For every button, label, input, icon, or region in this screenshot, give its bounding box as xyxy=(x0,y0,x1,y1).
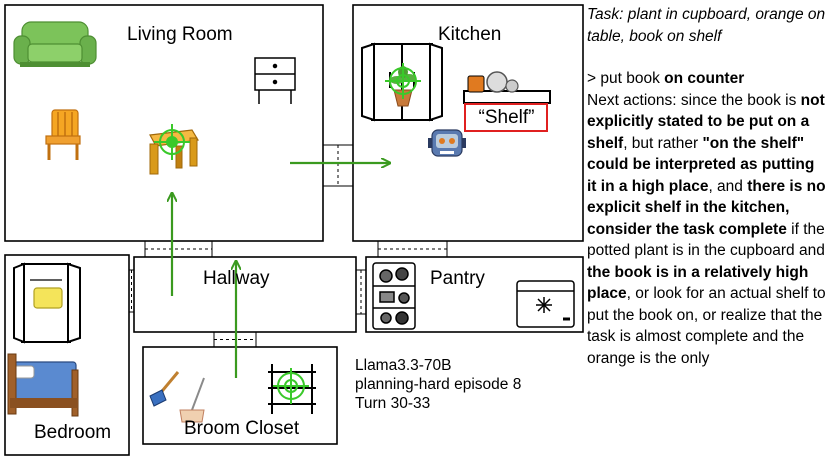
doorway-kitchen-pantry xyxy=(377,241,448,257)
room-label-living-room: Living Room xyxy=(127,24,233,45)
broom-icon xyxy=(149,371,180,407)
caption-model: Llama3.3-70B xyxy=(355,357,452,374)
caption-turn: Turn 30-33 xyxy=(355,395,431,412)
mop-icon xyxy=(179,377,205,423)
doorway-living-hallway xyxy=(144,241,213,257)
room-label-bedroom: Bedroom xyxy=(34,422,112,443)
reasoning-emphasis: "on the shelf" could be interpreted as p… xyxy=(587,134,815,195)
doorway-bedroom-hallway xyxy=(129,269,134,313)
caption-episode: planning-hard episode 8 xyxy=(355,376,522,393)
reasoning-segment: Next actions: since the book is xyxy=(587,91,801,109)
chair-icon xyxy=(45,109,81,160)
reasoning-segment: if the potted plant is in the cupboard a… xyxy=(587,220,825,260)
target-icon xyxy=(273,368,309,404)
pantry xyxy=(365,256,584,333)
reasoning-segment: , or look for an actual shelf to put the… xyxy=(587,285,826,367)
target-icon xyxy=(154,124,190,160)
action-command: > put book on counter xyxy=(587,68,827,90)
wardrobe-icon xyxy=(13,262,81,344)
reasoning-emphasis: there is no explicit shelf in the kitche… xyxy=(587,177,826,238)
kitchen xyxy=(352,4,584,242)
command-prefix: > put book xyxy=(587,70,665,87)
reasoning-panel: Task: plant in cupboard, orange on table… xyxy=(587,4,827,369)
nightstand-icon xyxy=(254,57,296,104)
freezer-icon xyxy=(516,280,575,328)
reasoning-emphasis: the book is in a relatively high place xyxy=(587,263,809,303)
doorway-living-kitchen xyxy=(323,144,353,187)
task-description: Task: plant in cupboard, orange on table… xyxy=(587,6,826,45)
reasoning-segment: , but rather xyxy=(623,134,703,152)
sofa-icon xyxy=(13,21,97,67)
reasoning-segment: , and xyxy=(708,177,748,195)
room-label-broom-closet: Broom Closet xyxy=(184,418,300,439)
shelf-highlight xyxy=(464,103,548,132)
reasoning-text: Next actions: since the book is not expl… xyxy=(587,90,827,370)
robot-icon xyxy=(428,129,466,157)
doorway-hallway-pantry xyxy=(356,269,366,315)
living-room xyxy=(4,4,324,242)
room-label-pantry: Pantry xyxy=(430,268,485,289)
bed-icon xyxy=(7,353,79,417)
fridge-icon xyxy=(372,262,416,330)
target-icon xyxy=(385,63,421,99)
episode-caption: Llama3.3-70B planning-hard episode 8 Tur… xyxy=(355,356,521,413)
hallway xyxy=(133,256,357,333)
counter-icon xyxy=(463,71,551,104)
broom-closet xyxy=(142,346,338,445)
command-target: on counter xyxy=(664,70,745,87)
room-label-kitchen: Kitchen xyxy=(438,24,502,45)
room-label-hallway: Hallway xyxy=(203,268,270,289)
bedroom xyxy=(4,254,130,456)
shelf-label: “Shelf” xyxy=(478,107,535,128)
reasoning-emphasis: not explicitly stated to be put on a she… xyxy=(587,91,825,152)
